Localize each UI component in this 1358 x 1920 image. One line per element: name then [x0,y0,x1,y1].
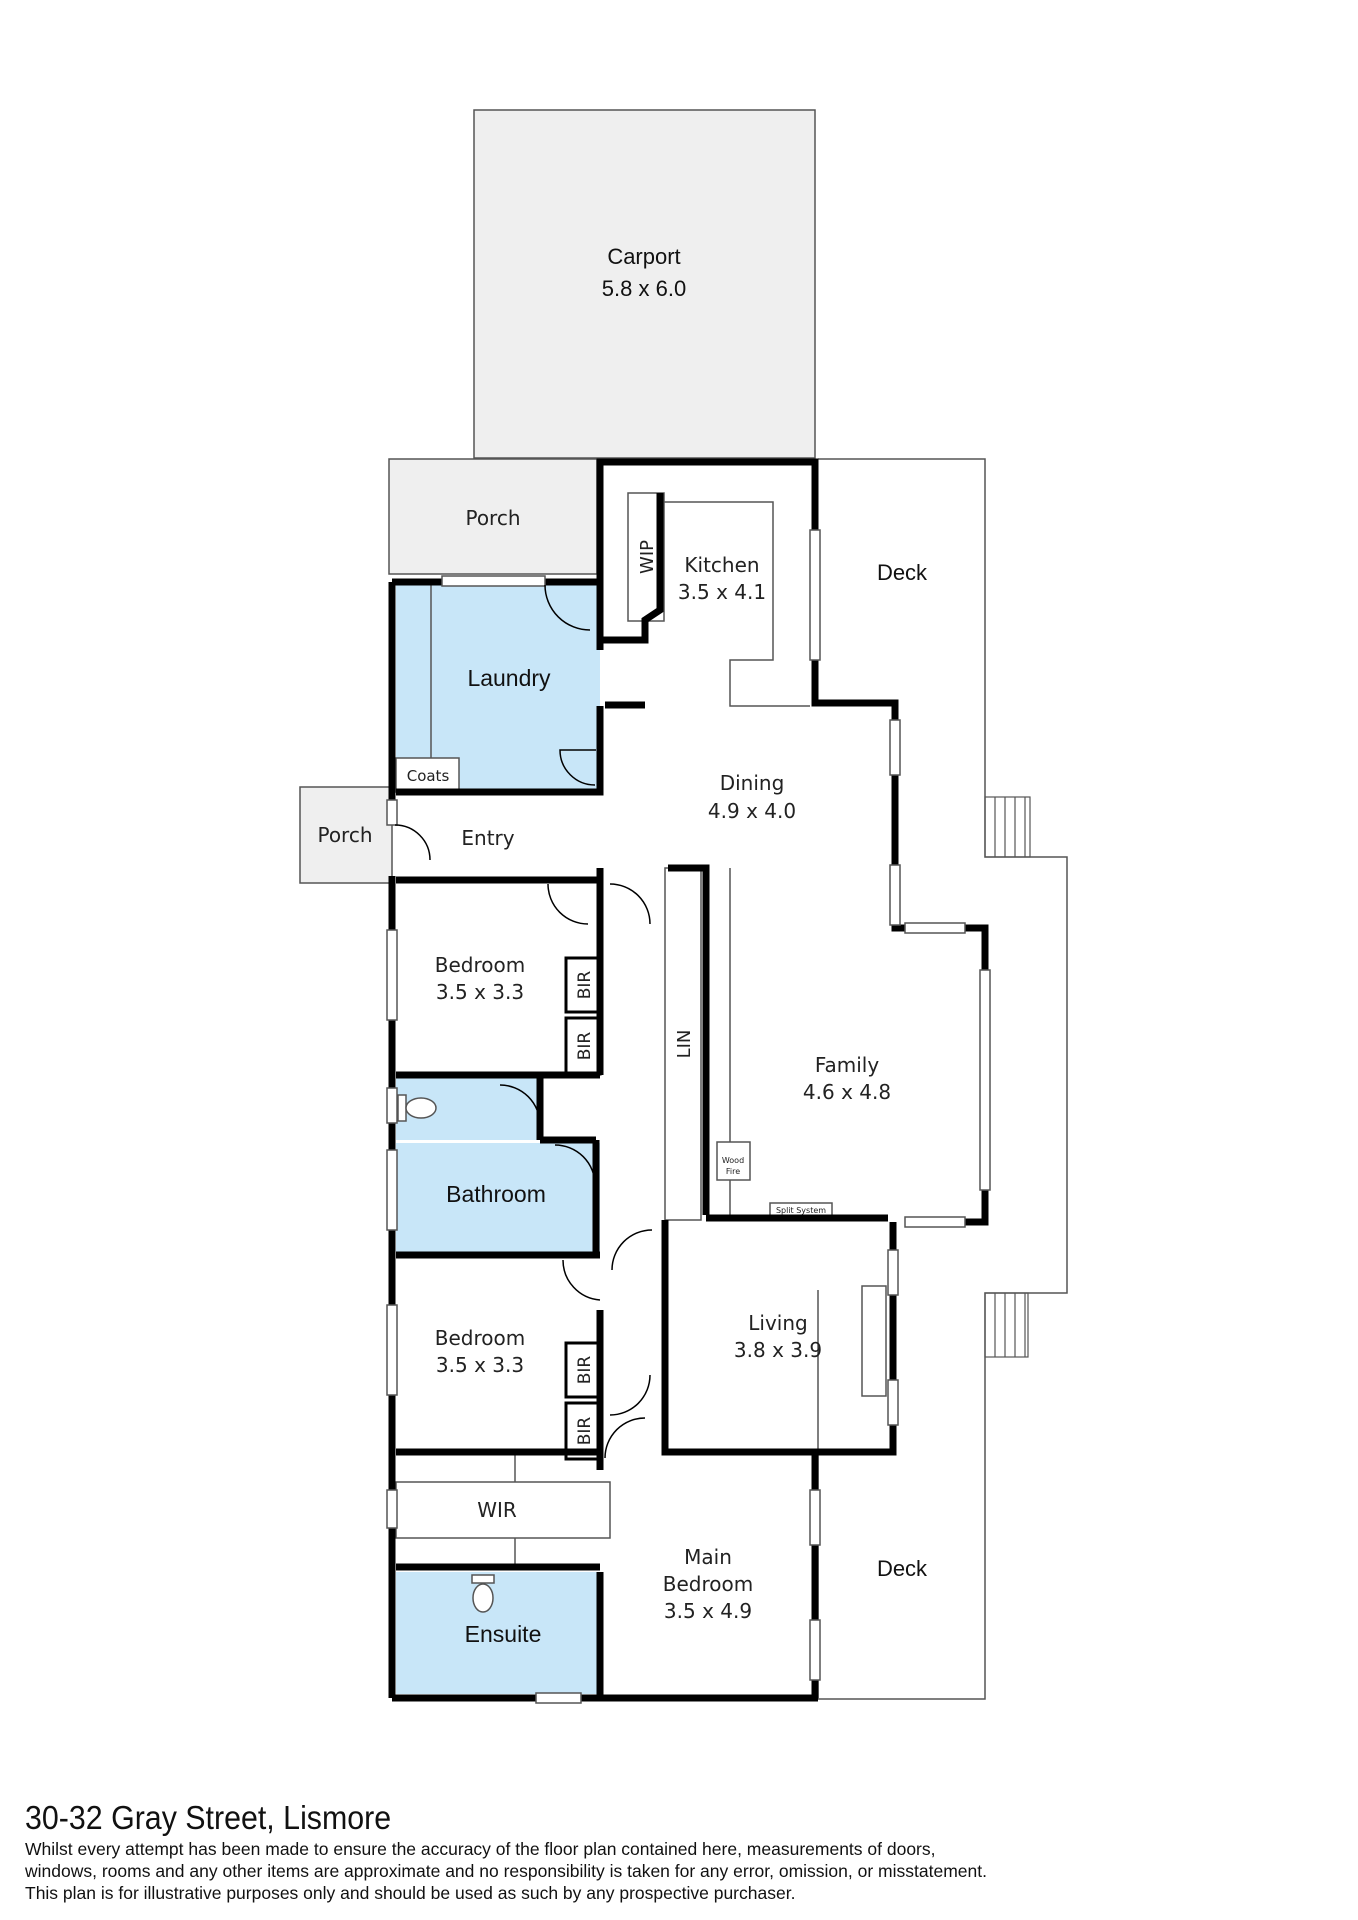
disclaimer-line-2: windows, rooms and any other items are a… [25,1861,987,1881]
carport-size: 5.8 x 6.0 [602,276,686,301]
family-size: 4.6 x 4.8 [803,1080,891,1104]
main-bedroom-label-1: Main [684,1545,732,1569]
ensuite-label: Ensuite [465,1621,542,1647]
bedroom2-label: Bedroom [435,1326,525,1350]
wood-fire-label-1: Wood [722,1156,744,1165]
ensuite-area [396,1572,600,1694]
kitchen-size: 3.5 x 4.1 [678,580,766,604]
kitchen-label: Kitchen [684,553,759,577]
thin-lines [395,492,887,1567]
coats-label: Coats [407,767,450,785]
bathroom-area [396,1143,600,1253]
porch-side-label: Porch [317,823,372,847]
bedroom1-label: Bedroom [435,953,525,977]
bir2a-label: BIR [575,1356,595,1385]
family-label: Family [815,1053,880,1077]
deck-top-label: Deck [877,560,928,585]
wood-fire-label-2: Fire [726,1167,740,1176]
bedroom1-size: 3.5 x 3.3 [436,980,524,1004]
main-bedroom-label-2: Bedroom [663,1572,753,1596]
disclaimer-line-1: Whilst every attempt has been made to en… [25,1839,936,1859]
bedroom2-size: 3.5 x 3.3 [436,1353,524,1377]
carport-area [473,109,816,459]
lin-label: LIN [674,1030,695,1059]
windows [386,529,991,1704]
footer: 30-32 Gray Street, Lismore Whilst every … [25,1800,1345,1904]
bir1b-label: BIR [575,1032,595,1061]
disclaimer: Whilst every attempt has been made to en… [25,1838,1345,1904]
toilet-icon [471,1574,495,1613]
steps-top [984,796,1031,858]
deck-bottom-label: Deck [877,1556,928,1581]
entry-label: Entry [461,826,514,850]
porch-top-label: Porch [465,506,520,530]
bathroom-label: Bathroom [446,1181,546,1207]
address-title: 30-32 Gray Street, Lismore [25,1799,392,1836]
wir-label: WIR [477,1498,517,1522]
toilet-icon [397,1094,437,1122]
deck-top-outline [818,458,1068,1700]
steps-bottom [984,1292,1029,1358]
porch-side-area [299,786,393,884]
dining-label: Dining [720,771,785,795]
living-size: 3.8 x 3.9 [734,1338,822,1362]
bir1a-label: BIR [575,971,595,1000]
main-bedroom-size: 3.5 x 4.9 [664,1599,752,1623]
living-label: Living [748,1311,807,1335]
wip-label: WIP [637,540,658,574]
bir2b-label: BIR [575,1417,595,1446]
carport-label: Carport [607,244,680,269]
laundry-area [396,582,600,792]
porch-top-area [388,458,598,575]
dining-size: 4.9 x 4.0 [708,799,796,823]
split-system-label: Split System [776,1206,826,1215]
door-swings [394,584,653,1459]
walls [388,458,989,1702]
laundry-label: Laundry [467,665,551,691]
disclaimer-line-3: This plan is for illustrative purposes o… [25,1883,796,1903]
